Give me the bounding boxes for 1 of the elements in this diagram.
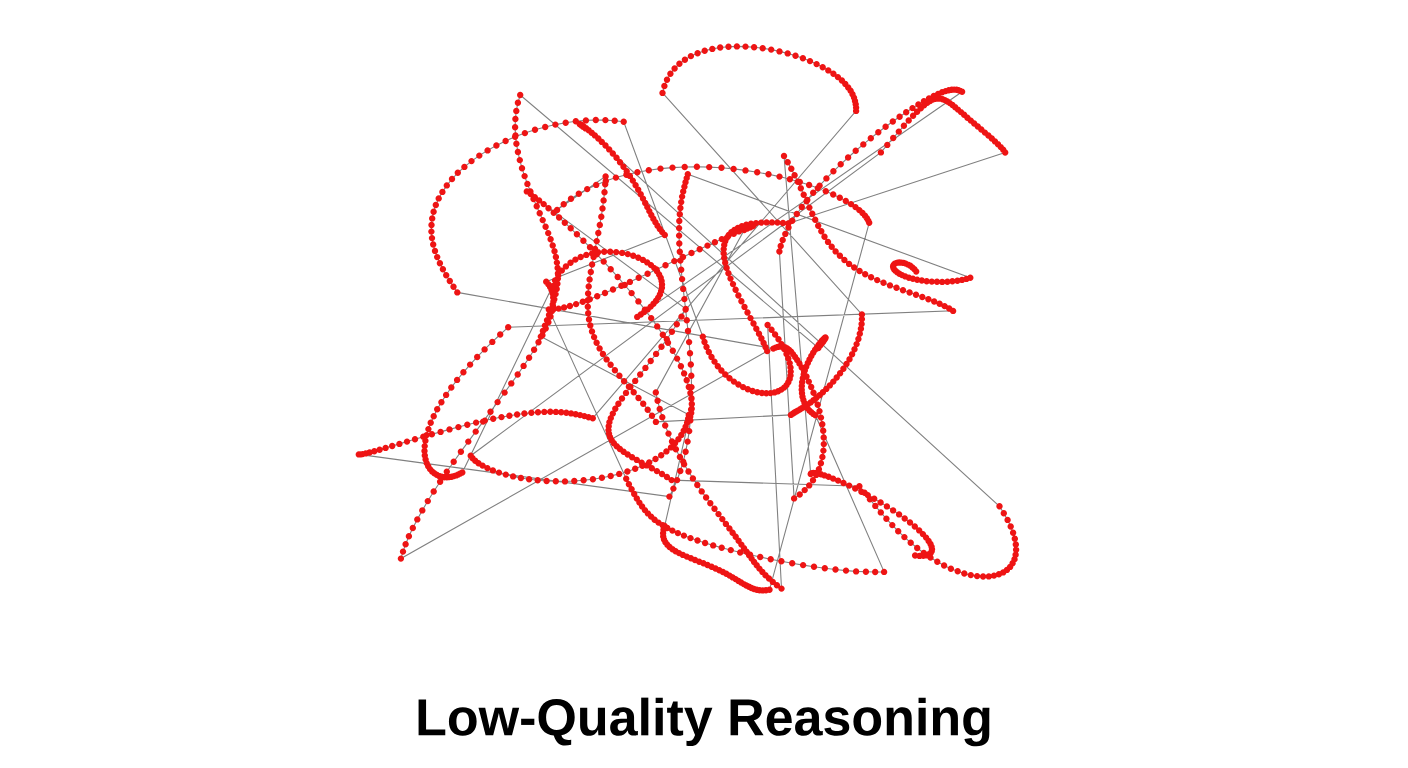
title: Low-Quality Reasoning [418, 697, 990, 747]
